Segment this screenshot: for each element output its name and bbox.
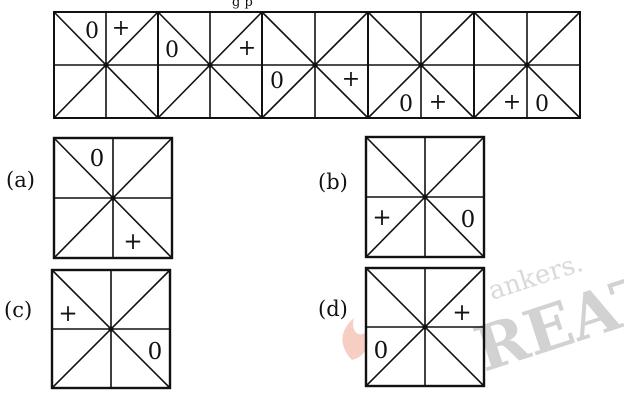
plus-symbol: +: [452, 300, 471, 326]
plus-symbol: +: [342, 67, 360, 92]
zero-symbol: 0: [399, 92, 413, 117]
plus-symbol: +: [503, 90, 521, 115]
series-figure-2: 0 +: [157, 11, 263, 119]
series-figure-4: 0 +: [367, 11, 475, 119]
zero-symbol: 0: [165, 38, 179, 63]
zero-symbol: 0: [90, 146, 105, 172]
question-series: 0 + 0 + 0 +: [53, 11, 581, 119]
option-d-label: (d): [318, 297, 348, 321]
zero-symbol: 0: [85, 19, 99, 44]
option-a[interactable]: (a) 0 +: [6, 136, 174, 260]
zero-symbol: 0: [148, 339, 163, 365]
zero-symbol: 0: [461, 207, 476, 233]
plus-symbol: +: [123, 229, 142, 255]
option-c-label: (c): [4, 298, 32, 322]
option-b[interactable]: (b) + 0: [318, 135, 486, 259]
plus-symbol: +: [58, 301, 77, 327]
option-a-label: (a): [6, 168, 35, 192]
series-figure-5: + 0: [473, 11, 581, 119]
header-fragment: g p: [232, 0, 253, 10]
plus-symbol: +: [429, 90, 447, 115]
watermark-flame-icon: [342, 318, 368, 360]
series-figure-3: 0 +: [261, 11, 369, 119]
zero-symbol: 0: [270, 69, 284, 94]
watermark: ankers. REAT: [342, 248, 624, 386]
option-c[interactable]: (c) + 0: [4, 268, 172, 390]
plus-symbol: +: [112, 16, 130, 41]
plus-symbol: +: [372, 205, 391, 231]
option-d[interactable]: (d) + 0: [318, 266, 486, 388]
option-b-label: (b): [318, 170, 348, 194]
answer-options: (a) 0 + (b) + 0 (c): [4, 135, 486, 390]
plus-symbol: +: [238, 36, 256, 61]
series-figure-1: 0 +: [53, 11, 159, 119]
zero-symbol: 0: [374, 338, 389, 364]
zero-symbol: 0: [535, 92, 549, 117]
